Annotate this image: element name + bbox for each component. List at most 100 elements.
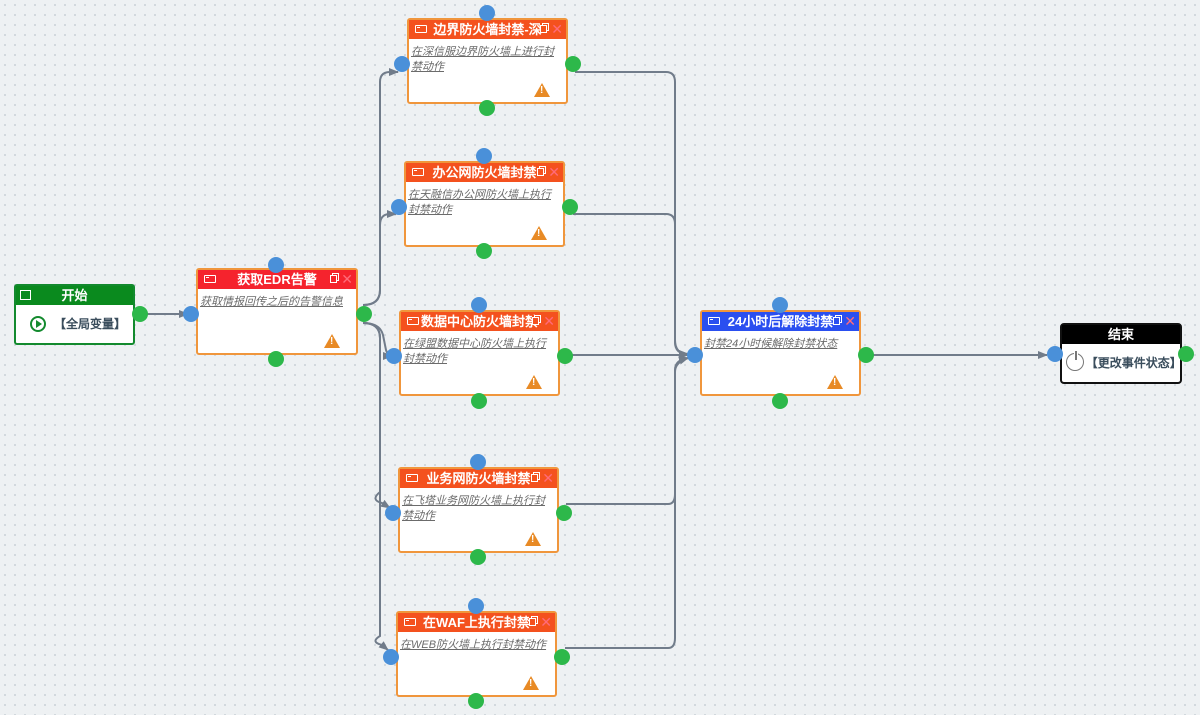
output-port[interactable] — [479, 100, 495, 116]
output-port[interactable] — [858, 347, 874, 363]
window-icon — [412, 168, 424, 176]
close-icon[interactable]: ✕ — [341, 271, 353, 287]
window-icon — [407, 317, 419, 325]
output-port[interactable] — [557, 348, 573, 364]
end-node-title: 结束 — [1062, 325, 1180, 344]
output-port[interactable] — [556, 505, 572, 521]
node-header: 在WAF上执行封禁 ✕ — [398, 613, 555, 632]
node-header: 边界防火墙封禁-深 ✕ — [409, 20, 566, 39]
start-node[interactable]: 开始 【全局变量】 — [14, 284, 135, 345]
output-port[interactable] — [554, 649, 570, 665]
node-dc-firewall[interactable]: 数据中心防火墙封禁 ✕ 在绿盟数据中心防火墙上执行封禁动作 — [399, 310, 560, 396]
copy-icon[interactable] — [537, 166, 546, 176]
warning-icon — [526, 375, 542, 389]
input-port[interactable] — [386, 348, 402, 364]
node-title: 业务网防火墙封禁 — [426, 471, 531, 486]
grid-icon — [20, 290, 31, 300]
warning-icon — [531, 226, 547, 240]
output-port[interactable] — [772, 393, 788, 409]
node-edr[interactable]: 获取EDR告警 ✕ 获取情报回传之后的告警信息 — [196, 268, 358, 355]
node-description[interactable]: 在天融信办公网防火墙上执行封禁动作 — [408, 189, 551, 216]
node-title: 办公网防火墙封禁 — [432, 165, 537, 180]
node-description[interactable]: 封禁24小时候解除封禁状态 — [704, 338, 838, 350]
node-title: 获取EDR告警 — [237, 272, 317, 287]
input-port[interactable] — [183, 306, 199, 322]
close-icon[interactable]: ✕ — [543, 313, 555, 329]
node-biz-firewall[interactable]: 业务网防火墙封禁 ✕ 在飞塔业务网防火墙上执行封禁动作 — [398, 467, 559, 553]
copy-icon[interactable] — [833, 315, 842, 325]
node-description[interactable]: 在飞塔业务网防火墙上执行封禁动作 — [402, 495, 545, 522]
copy-icon[interactable] — [529, 616, 538, 626]
copy-icon[interactable] — [532, 315, 541, 325]
window-icon — [204, 275, 216, 283]
input-port[interactable] — [383, 649, 399, 665]
edge-waf-unban — [565, 356, 689, 649]
edge-edr-office — [362, 210, 397, 306]
input-port[interactable] — [479, 5, 495, 21]
window-icon — [406, 474, 418, 482]
node-header: 业务网防火墙封禁 ✕ — [400, 469, 557, 488]
node-title: 在WAF上执行封禁 — [423, 615, 530, 630]
end-node-label: 【更改事件状态】 — [1085, 355, 1182, 370]
input-port[interactable] — [268, 257, 284, 273]
input-port[interactable] — [471, 297, 487, 313]
node-unban[interactable]: 24小时后解除封禁 ✕ 封禁24小时候解除封禁状态 — [700, 310, 861, 396]
copy-icon[interactable] — [540, 23, 549, 33]
close-icon[interactable]: ✕ — [844, 313, 856, 329]
input-port[interactable] — [391, 199, 407, 215]
warning-icon — [534, 83, 550, 97]
output-port[interactable] — [565, 56, 581, 72]
node-header: 24小时后解除封禁 ✕ — [702, 312, 859, 331]
input-port[interactable] — [394, 56, 410, 72]
node-header: 获取EDR告警 ✕ — [198, 270, 356, 289]
start-node-title: 开始 — [61, 288, 88, 303]
node-title: 24小时后解除封禁 — [727, 314, 834, 329]
output-port[interactable] — [356, 306, 372, 322]
warning-icon — [523, 676, 539, 690]
close-icon[interactable]: ✕ — [551, 21, 563, 37]
output-port[interactable] — [471, 393, 487, 409]
node-description[interactable]: 在深信服边界防火墙上进行封禁动作 — [411, 46, 554, 73]
output-port[interactable] — [468, 693, 484, 709]
end-input-port[interactable] — [1047, 346, 1063, 362]
input-port[interactable] — [470, 454, 486, 470]
start-node-header: 开始 — [16, 286, 133, 305]
node-title: 边界防火墙封禁-深 — [433, 22, 542, 37]
copy-icon[interactable] — [330, 273, 339, 283]
output-port[interactable] — [476, 243, 492, 259]
input-port[interactable] — [772, 297, 788, 313]
node-description[interactable]: 在WEB防火墙上执行封禁动作 — [400, 639, 547, 651]
start-output-port[interactable] — [132, 306, 148, 322]
window-icon — [415, 25, 427, 33]
end-node[interactable]: 结束 【更改事件状态】 — [1060, 323, 1182, 384]
copy-icon[interactable] — [531, 472, 540, 482]
close-icon[interactable]: ✕ — [548, 164, 560, 180]
input-port[interactable] — [476, 148, 492, 164]
close-icon[interactable]: ✕ — [540, 614, 552, 630]
edge-office-unban — [573, 213, 689, 358]
edge-biz-unban — [566, 355, 689, 505]
node-header: 办公网防火墙封禁 ✕ — [406, 163, 563, 182]
input-port[interactable] — [468, 598, 484, 614]
window-icon — [404, 618, 416, 626]
warning-icon — [525, 532, 541, 546]
input-port[interactable] — [687, 347, 703, 363]
node-border-firewall[interactable]: 边界防火墙封禁-深 ✕ 在深信服边界防火墙上进行封禁动作 — [407, 18, 568, 104]
input-port[interactable] — [385, 505, 401, 521]
warning-icon — [827, 375, 843, 389]
close-icon[interactable]: ✕ — [542, 470, 554, 486]
start-node-label: 【全局变量】 — [54, 317, 127, 331]
node-waf[interactable]: 在WAF上执行封禁 ✕ 在WEB防火墙上执行封禁动作 — [396, 611, 557, 697]
node-office-firewall[interactable]: 办公网防火墙封禁 ✕ 在天融信办公网防火墙上执行封禁动作 — [404, 161, 565, 247]
output-port[interactable] — [562, 199, 578, 215]
node-header: 数据中心防火墙封禁 ✕ — [401, 312, 558, 331]
window-icon — [708, 317, 720, 325]
node-title: 数据中心防火墙封禁 — [420, 314, 538, 329]
node-description[interactable]: 获取情报回传之后的告警信息 — [200, 296, 343, 308]
edge-edr-waf — [362, 322, 389, 651]
output-port[interactable] — [470, 549, 486, 565]
output-port[interactable] — [268, 351, 284, 367]
node-description[interactable]: 在绿盟数据中心防火墙上执行封禁动作 — [403, 338, 546, 365]
end-output-port[interactable] — [1178, 346, 1194, 362]
